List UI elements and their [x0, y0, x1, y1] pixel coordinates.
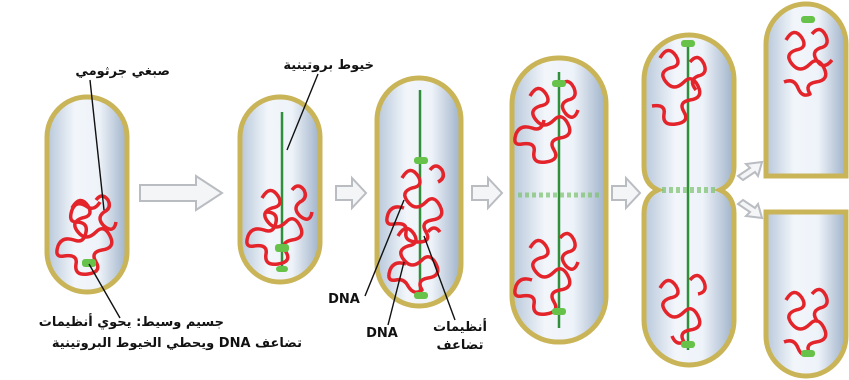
cell-stage-3-mesosome-top: [414, 157, 428, 164]
daughter-cell-bottom: [766, 212, 846, 376]
process-arrow-1: [140, 176, 222, 210]
cell-stage-3: [377, 78, 461, 306]
label-mesosome-line-1: جسيم وسيط: يحوي أنظيمات: [14, 315, 224, 330]
cell-stage-4-mesosome-bottom: [552, 308, 566, 315]
cell-stage-4-mesosome-top: [552, 80, 566, 87]
cell-stage-2-mesosome: [275, 244, 289, 252]
cell-stage-4: [512, 58, 606, 342]
cell-stage-1: [47, 97, 127, 292]
daughter-cell-top: [766, 4, 846, 176]
label-mesosome-line-2: تضاعف DNA ويحطي الخيوط البروتينية: [14, 336, 302, 351]
cell-stage-3-mesosome-bottom: [414, 292, 428, 299]
cell-stage-2-body: [240, 97, 320, 282]
process-arrow-2: [336, 178, 366, 208]
process-arrow-3: [472, 178, 502, 208]
cell-stage-5-mesosome-top: [681, 40, 695, 47]
label-enzymes-line-1: أنظيمات: [428, 320, 492, 335]
daughter-cell-top-body: [766, 4, 846, 176]
label-bacterial-chromosome: صبغي جرثومي: [40, 64, 170, 79]
daughter-cell-bottom-mesosome: [801, 350, 815, 357]
label-enzymes-line-2: تضاعف: [428, 338, 492, 353]
cell-stage-2: [240, 97, 320, 282]
process-arrow-down: [738, 200, 762, 218]
cell-stage-5-mesosome-bottom: [681, 341, 695, 348]
daughter-cell-top-mesosome: [801, 16, 815, 23]
cell-stage-2-mesosome-bottom: [276, 266, 288, 272]
process-arrow-4: [612, 178, 640, 208]
label-dna-lower: DNA: [360, 326, 404, 341]
cell-stage-5: [644, 35, 734, 365]
label-protein-threads: خيوط بروتينية: [264, 58, 374, 73]
process-arrow-up: [738, 162, 762, 180]
cell-stage-1-mesosome: [82, 259, 96, 267]
label-dna-upper: DNA: [322, 292, 366, 307]
